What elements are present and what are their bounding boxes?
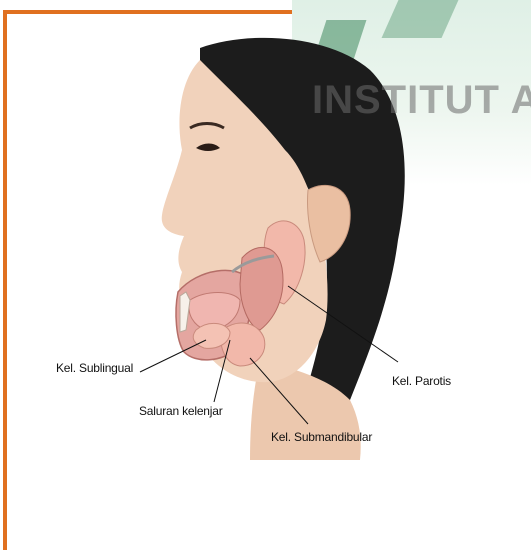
label-submandibular: Kel. Submandibular (271, 430, 372, 444)
label-duct: Saluran kelenjar (139, 404, 223, 418)
label-sublingual: Kel. Sublingual (56, 361, 133, 375)
label-parotid: Kel. Parotis (392, 374, 451, 388)
watermark-text: INSTITUT A (312, 78, 531, 123)
